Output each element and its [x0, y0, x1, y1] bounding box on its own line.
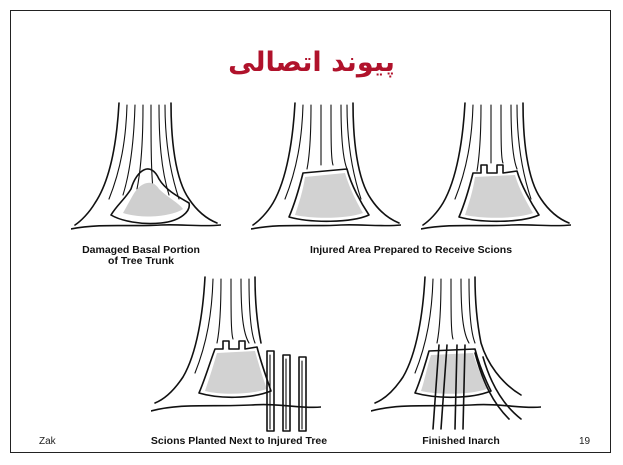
slide-title: پیوند اتصالی: [11, 49, 612, 76]
notched-trunk-illustration: [421, 99, 571, 239]
prepared-trunk-illustration: [251, 99, 401, 239]
scions-planted-illustration: [151, 273, 321, 433]
figure-caption-inarch: Finished Inarch: [411, 436, 511, 447]
figure-caption-scions: Scions Planted Next to Injured Tree: [139, 436, 339, 447]
footer-author: Zak: [39, 436, 56, 447]
shared-caption-prepared: Injured Area Prepared to Receive Scions: [281, 245, 541, 256]
finished-inarch-illustration: [371, 273, 541, 433]
figure-caption-damaged: Damaged Basal Portion of Tree Trunk: [81, 245, 201, 267]
slide-frame: پیوند اتصالی Damaged Basal Portion of Tr…: [10, 10, 611, 453]
page-number: 19: [579, 436, 590, 447]
damaged-trunk-illustration: [71, 99, 221, 239]
